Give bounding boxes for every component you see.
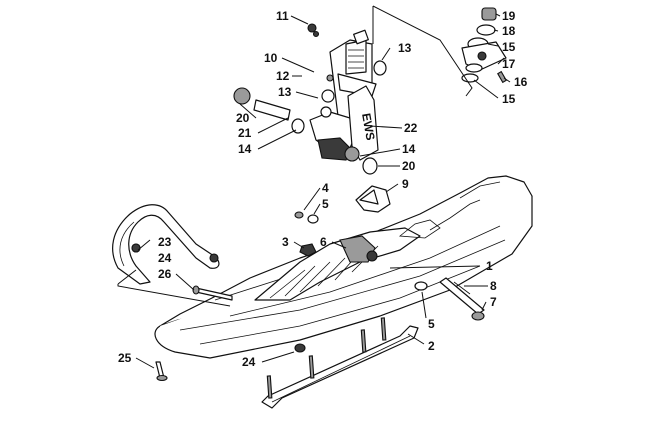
callout-1: 1 — [486, 259, 493, 273]
callout-4: 4 — [322, 181, 329, 195]
callout-14-right: 14 — [402, 142, 416, 156]
callout-2: 2 — [428, 339, 435, 353]
callout-16: 16 — [514, 75, 528, 89]
callout-24-top: 24 — [158, 251, 172, 265]
ski-body — [154, 175, 533, 359]
callout-18: 18 — [502, 24, 516, 38]
callout-21: 21 — [238, 126, 252, 140]
callout-26: 26 — [158, 267, 172, 281]
callout-8: 8 — [490, 279, 497, 293]
callout-10: 10 — [264, 51, 278, 65]
callout-5-bottom: 5 — [428, 317, 435, 331]
callout-20-right: 20 — [402, 159, 416, 173]
callout-14-left: 14 — [238, 142, 252, 156]
spindle-cap-assembly — [461, 7, 507, 84]
callout-labels: 11 10 12 13 13 20 21 14 22 14 20 19 18 1… — [118, 9, 528, 369]
callout-12: 12 — [276, 69, 290, 83]
leader-lines — [117, 5, 511, 369]
ews-decal: EWS — [347, 85, 379, 161]
small-parts — [233, 23, 387, 175]
callout-3: 3 — [282, 235, 289, 249]
callout-20-left: 20 — [236, 111, 250, 125]
callout-15-top: 15 — [502, 40, 516, 54]
callout-11: 11 — [276, 9, 289, 23]
callout-5-top: 5 — [322, 197, 329, 211]
callout-6: 6 — [320, 235, 327, 249]
callout-13-right: 13 — [398, 41, 412, 55]
callout-13-left: 13 — [278, 85, 292, 99]
callout-7: 7 — [490, 295, 497, 309]
callout-23: 23 — [158, 235, 172, 249]
callout-9: 9 — [402, 177, 409, 191]
callout-15-bottom: 15 — [502, 92, 516, 106]
callout-24-bottom: 24 — [242, 355, 256, 369]
ews-logo-text: EWS — [359, 112, 378, 141]
callout-19: 19 — [502, 9, 516, 23]
ski-hardware — [131, 211, 485, 382]
callout-22: 22 — [404, 121, 418, 135]
callout-17: 17 — [502, 57, 516, 71]
bracket — [355, 185, 391, 213]
wear-bar — [261, 317, 419, 409]
callout-25: 25 — [118, 351, 132, 365]
